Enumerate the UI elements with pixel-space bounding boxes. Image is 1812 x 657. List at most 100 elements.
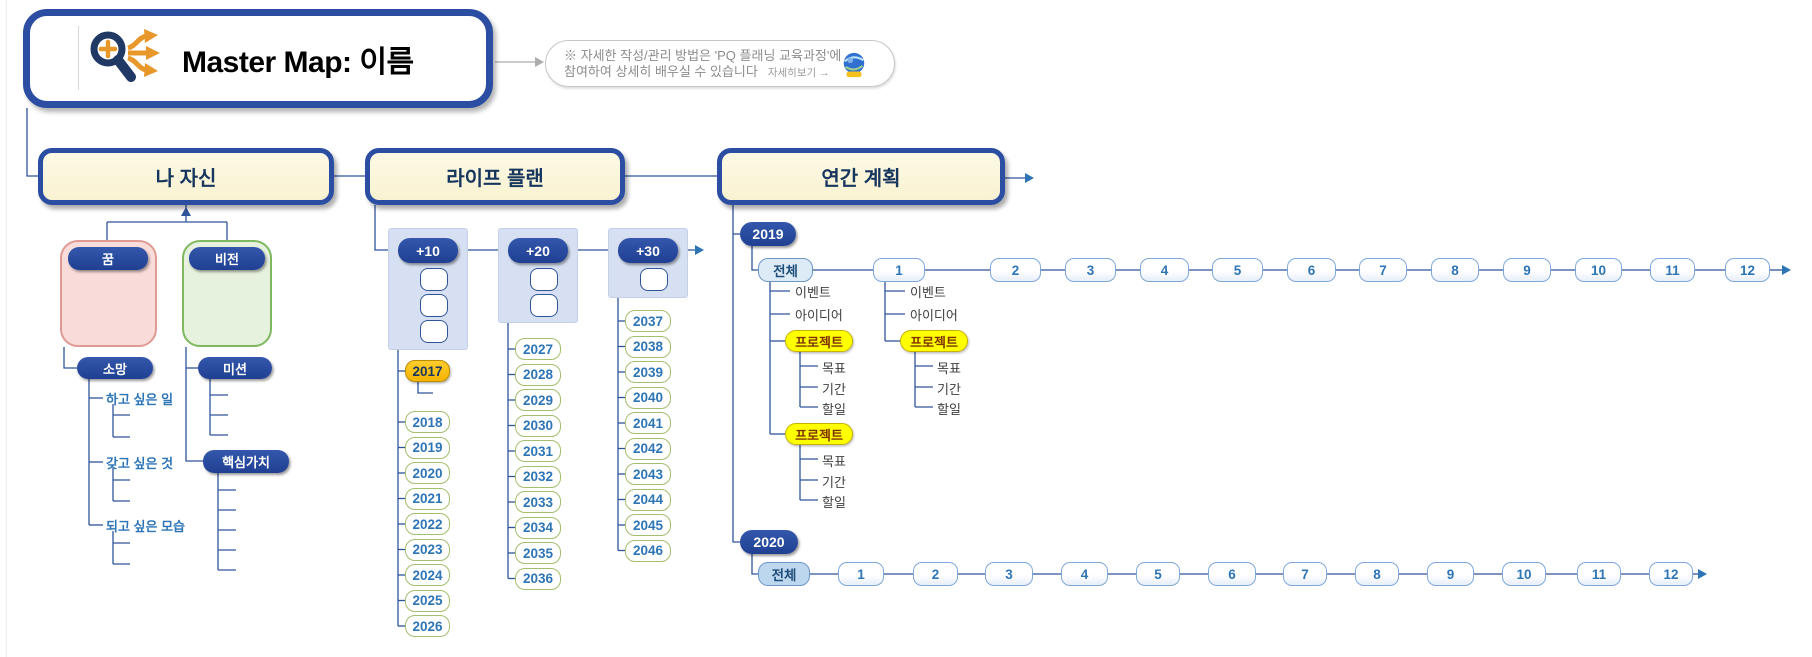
year-topic[interactable]: 2038: [625, 335, 671, 358]
plan-child-topic[interactable]: 아이디어: [795, 308, 843, 323]
project-child-topic[interactable]: 할일: [822, 495, 846, 510]
year-topic[interactable]: 2046: [625, 539, 671, 562]
hope-child-topic[interactable]: 갖고 싶은 것: [106, 456, 174, 471]
year-plan-topic[interactable]: 2020: [740, 530, 798, 554]
master-root-topic[interactable]: Master Map: 이름: [23, 9, 493, 108]
main-topic-life-plan[interactable]: 라이프 플랜: [365, 148, 625, 205]
year-topic[interactable]: 2035: [515, 542, 561, 564]
year-topic[interactable]: 2037: [625, 310, 671, 332]
callout-text-line1: ※ 자세한 작성/관리 방법은 'PQ 플래닝 교육과정'에: [564, 48, 842, 63]
month-topic[interactable]: 2: [990, 258, 1041, 282]
project-child-topic[interactable]: 목표: [822, 361, 846, 376]
year-topic[interactable]: 2026: [405, 615, 450, 637]
year-topic[interactable]: 2017: [405, 360, 450, 382]
month-topic[interactable]: 6: [1208, 562, 1256, 586]
year-topic[interactable]: 2022: [405, 513, 450, 535]
year-topic[interactable]: 2028: [515, 363, 561, 386]
empty-topic-slot[interactable]: [530, 294, 558, 317]
info-callout: ※ 자세한 작성/관리 방법은 'PQ 플래닝 교육과정'에 참여하여 상세히 …: [545, 40, 895, 87]
year-plan-topic[interactable]: 2019: [740, 222, 796, 246]
year-topic[interactable]: 2045: [625, 514, 671, 536]
year-topic[interactable]: 2018: [405, 411, 450, 433]
month-topic[interactable]: 10: [1575, 258, 1622, 282]
empty-topic-slot[interactable]: [420, 294, 448, 317]
year-topic[interactable]: 2033: [515, 491, 561, 513]
overview-topic[interactable]: 전체: [758, 562, 810, 586]
project-child-topic[interactable]: 목표: [937, 361, 961, 376]
month-topic[interactable]: 11: [1650, 258, 1695, 282]
month-topic[interactable]: 4: [1140, 258, 1189, 282]
month-topic[interactable]: 5: [1212, 258, 1263, 282]
month-topic[interactable]: 7: [1359, 258, 1407, 282]
year-topic[interactable]: 2029: [515, 389, 561, 411]
hope-child-topic[interactable]: 되고 싶은 모습: [106, 519, 185, 534]
core-values-topic[interactable]: 핵심가치: [203, 450, 289, 473]
year-topic[interactable]: 2020: [405, 462, 450, 484]
year-topic[interactable]: 2032: [515, 465, 561, 488]
month-topic[interactable]: 1: [838, 562, 884, 586]
month-topic[interactable]: 9: [1503, 258, 1551, 282]
year-topic[interactable]: 2044: [625, 488, 671, 511]
month-topic[interactable]: 2: [913, 562, 958, 586]
main-topic-annual-plan[interactable]: 연간 계획: [717, 148, 1005, 205]
project-child-topic[interactable]: 기간: [822, 475, 846, 490]
collapse-arrow-icon[interactable]: [181, 207, 191, 216]
month-topic[interactable]: 6: [1287, 258, 1336, 282]
callout-more-link[interactable]: 자세히보기 →: [767, 67, 830, 79]
decade-topic[interactable]: +20: [508, 238, 568, 263]
empty-topic-slot[interactable]: [420, 268, 448, 291]
month-topic[interactable]: 5: [1136, 562, 1180, 586]
year-topic[interactable]: 2042: [625, 437, 671, 460]
project-child-topic[interactable]: 할일: [937, 402, 961, 417]
month-topic[interactable]: 9: [1427, 562, 1474, 586]
plan-child-topic[interactable]: 아이디어: [910, 308, 958, 323]
plan-child-topic[interactable]: 이벤트: [910, 285, 946, 300]
project-child-topic[interactable]: 할일: [822, 402, 846, 417]
decade-topic[interactable]: +10: [398, 238, 458, 263]
month-topic[interactable]: 7: [1283, 562, 1327, 586]
year-topic[interactable]: 2036: [515, 567, 561, 590]
project-topic[interactable]: 프로젝트: [785, 330, 853, 352]
overview-topic[interactable]: 전체: [758, 258, 813, 282]
vision-group-title[interactable]: 비전: [189, 247, 265, 270]
project-child-topic[interactable]: 기간: [822, 382, 846, 397]
year-topic[interactable]: 2039: [625, 361, 671, 383]
year-topic[interactable]: 2023: [405, 538, 450, 561]
project-topic[interactable]: 프로젝트: [900, 330, 968, 352]
month-topic[interactable]: 8: [1355, 562, 1399, 586]
year-topic[interactable]: 2021: [405, 487, 450, 510]
year-topic[interactable]: 2034: [515, 516, 561, 539]
year-topic[interactable]: 2027: [515, 338, 561, 360]
decade-topic[interactable]: +30: [618, 238, 678, 263]
month-topic[interactable]: 10: [1502, 562, 1546, 586]
year-topic[interactable]: 2043: [625, 463, 671, 485]
project-child-topic[interactable]: 목표: [822, 454, 846, 469]
hope-topic[interactable]: 소망: [77, 357, 153, 379]
project-child-topic[interactable]: 기간: [937, 382, 961, 397]
empty-topic-slot[interactable]: [530, 268, 558, 291]
year-topic[interactable]: 2040: [625, 386, 671, 409]
hope-child-topic[interactable]: 하고 싶은 일: [106, 392, 174, 407]
month-topic[interactable]: 12: [1725, 258, 1770, 282]
year-topic[interactable]: 2025: [405, 589, 450, 612]
plan-child-topic[interactable]: 이벤트: [795, 285, 831, 300]
month-topic[interactable]: 11: [1577, 562, 1621, 586]
month-topic[interactable]: 1: [873, 258, 925, 282]
year-topic[interactable]: 2041: [625, 412, 671, 434]
decades-continue-arrow: [695, 245, 704, 255]
empty-topic-slot[interactable]: [640, 268, 668, 291]
year-topic[interactable]: 2031: [515, 440, 561, 462]
mission-topic[interactable]: 미션: [198, 357, 272, 379]
dream-group-title[interactable]: 꿈: [68, 247, 148, 270]
project-topic[interactable]: 프로젝트: [785, 423, 853, 445]
month-topic[interactable]: 12: [1649, 562, 1693, 586]
month-topic[interactable]: 3: [985, 562, 1033, 586]
month-topic[interactable]: 4: [1061, 562, 1108, 586]
empty-topic-slot[interactable]: [420, 320, 448, 343]
year-topic[interactable]: 2024: [405, 564, 450, 586]
year-topic[interactable]: 2019: [405, 436, 450, 459]
main-topic-self[interactable]: 나 자신: [38, 148, 334, 205]
month-topic[interactable]: 3: [1065, 258, 1116, 282]
year-topic[interactable]: 2030: [515, 414, 561, 437]
month-topic[interactable]: 8: [1431, 258, 1479, 282]
